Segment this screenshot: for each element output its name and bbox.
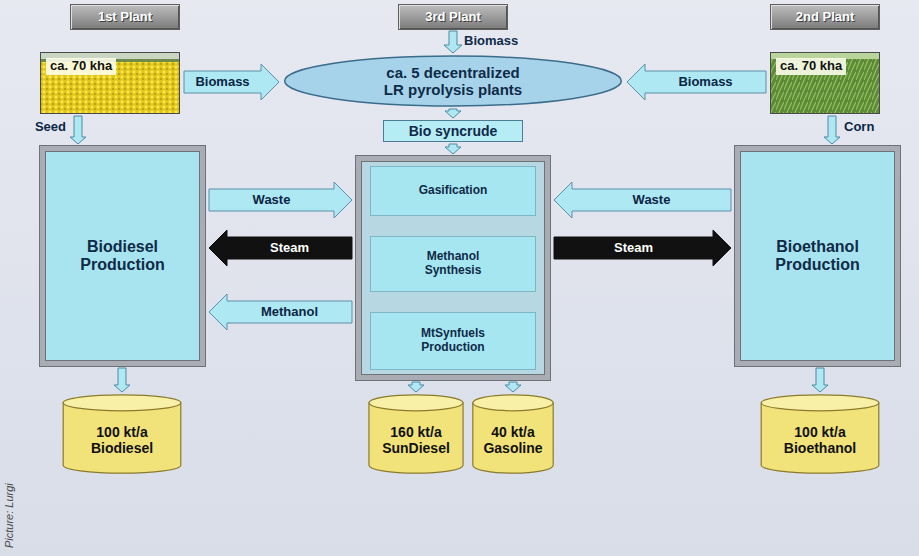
- node-text: ca. 70 kha: [46, 58, 116, 75]
- process-step: MtSynfuels Production: [370, 312, 536, 370]
- corn-photo: [770, 52, 880, 114]
- node-text: ca. 70 kha: [776, 58, 846, 75]
- edge-label: Steam: [268, 240, 311, 256]
- product-tank: 40 kt/aGasoline: [472, 394, 554, 474]
- node-text: 40 kt/a: [491, 424, 535, 440]
- block-arrow: [70, 116, 86, 144]
- node-text: Methanol Synthesis: [411, 250, 495, 278]
- pyrolysis-ellipse: ca. 5 decentralized LR pyrolysis plants: [283, 55, 623, 107]
- node-text: 1st Plant: [98, 10, 152, 25]
- block-arrow: [209, 182, 352, 218]
- rapeseed-photo: [40, 52, 180, 114]
- edge-label: Waste: [631, 192, 673, 208]
- node-text: Gasification: [419, 184, 488, 198]
- node-text: 100 kt/a: [794, 424, 845, 440]
- plant-tab: 1st Plant: [70, 4, 180, 30]
- node-text: Bioethanol: [784, 440, 856, 456]
- node-text: 160 kt/a: [390, 424, 441, 440]
- plant-box: Biodiesel Production: [40, 146, 205, 366]
- field-photo: ca. 70 kha: [770, 52, 880, 114]
- node-text: 3rd Plant: [425, 10, 481, 25]
- biomass-input-arrow: [444, 31, 462, 53]
- edge-label: Biomass: [676, 74, 734, 90]
- node-text: MtSynfuels Production: [411, 327, 495, 355]
- process-step: Methanol Synthesis: [370, 236, 536, 292]
- edge-label: Waste: [251, 192, 293, 208]
- node-text: ca. 5 decentralized LR pyrolysis plants: [378, 64, 528, 99]
- plant-box: GasificationMethanol SynthesisMtSynfuels…: [356, 156, 550, 380]
- product-tank: 160 kt/aSunDiesel: [368, 394, 464, 474]
- edge-label: Corn: [844, 119, 874, 135]
- node-text: 100 kt/a: [96, 424, 147, 440]
- block-arrow: [812, 368, 828, 392]
- node-text: 2nd Plant: [796, 10, 855, 25]
- block-arrow: [824, 116, 840, 144]
- block-arrow: [627, 64, 766, 100]
- edge-label: Methanol: [259, 304, 320, 320]
- process-box: Bio syncrude: [383, 120, 523, 142]
- block-arrow: [445, 144, 461, 154]
- node-text: Biodiesel Production: [63, 238, 183, 275]
- node-text: Bioethanol Production: [758, 238, 878, 275]
- block-arrow: [554, 182, 731, 218]
- block-arrow: [184, 64, 279, 100]
- steam-arrow: [209, 230, 352, 266]
- plant-tab: 2nd Plant: [770, 4, 880, 30]
- picture-credit: Picture: Lurgi: [3, 483, 15, 548]
- product-tank: 100 kt/aBiodiesel: [62, 394, 182, 474]
- node-text: Biodiesel: [91, 440, 153, 456]
- plant-tab: 3rd Plant: [398, 4, 508, 30]
- node-text: SunDiesel: [382, 440, 450, 456]
- node-text: Bio syncrude: [409, 123, 498, 139]
- edge-label: Seed: [35, 119, 66, 135]
- block-arrow: [114, 368, 130, 392]
- block-arrow: [505, 382, 521, 392]
- block-arrow: [408, 382, 424, 392]
- input-label: Biomass: [464, 33, 518, 48]
- block-arrow: [209, 294, 352, 330]
- node-text: Gasoline: [483, 440, 542, 456]
- steam-arrow: [554, 230, 731, 266]
- plant-box: Bioethanol Production: [735, 146, 900, 366]
- edge-label: Steam: [612, 240, 655, 256]
- product-tank: 100 kt/aBioethanol: [760, 394, 880, 474]
- field-photo: ca. 70 kha: [40, 52, 180, 114]
- process-step: Gasification: [370, 166, 536, 216]
- edge-label: Biomass: [193, 74, 251, 90]
- block-arrow: [445, 109, 461, 118]
